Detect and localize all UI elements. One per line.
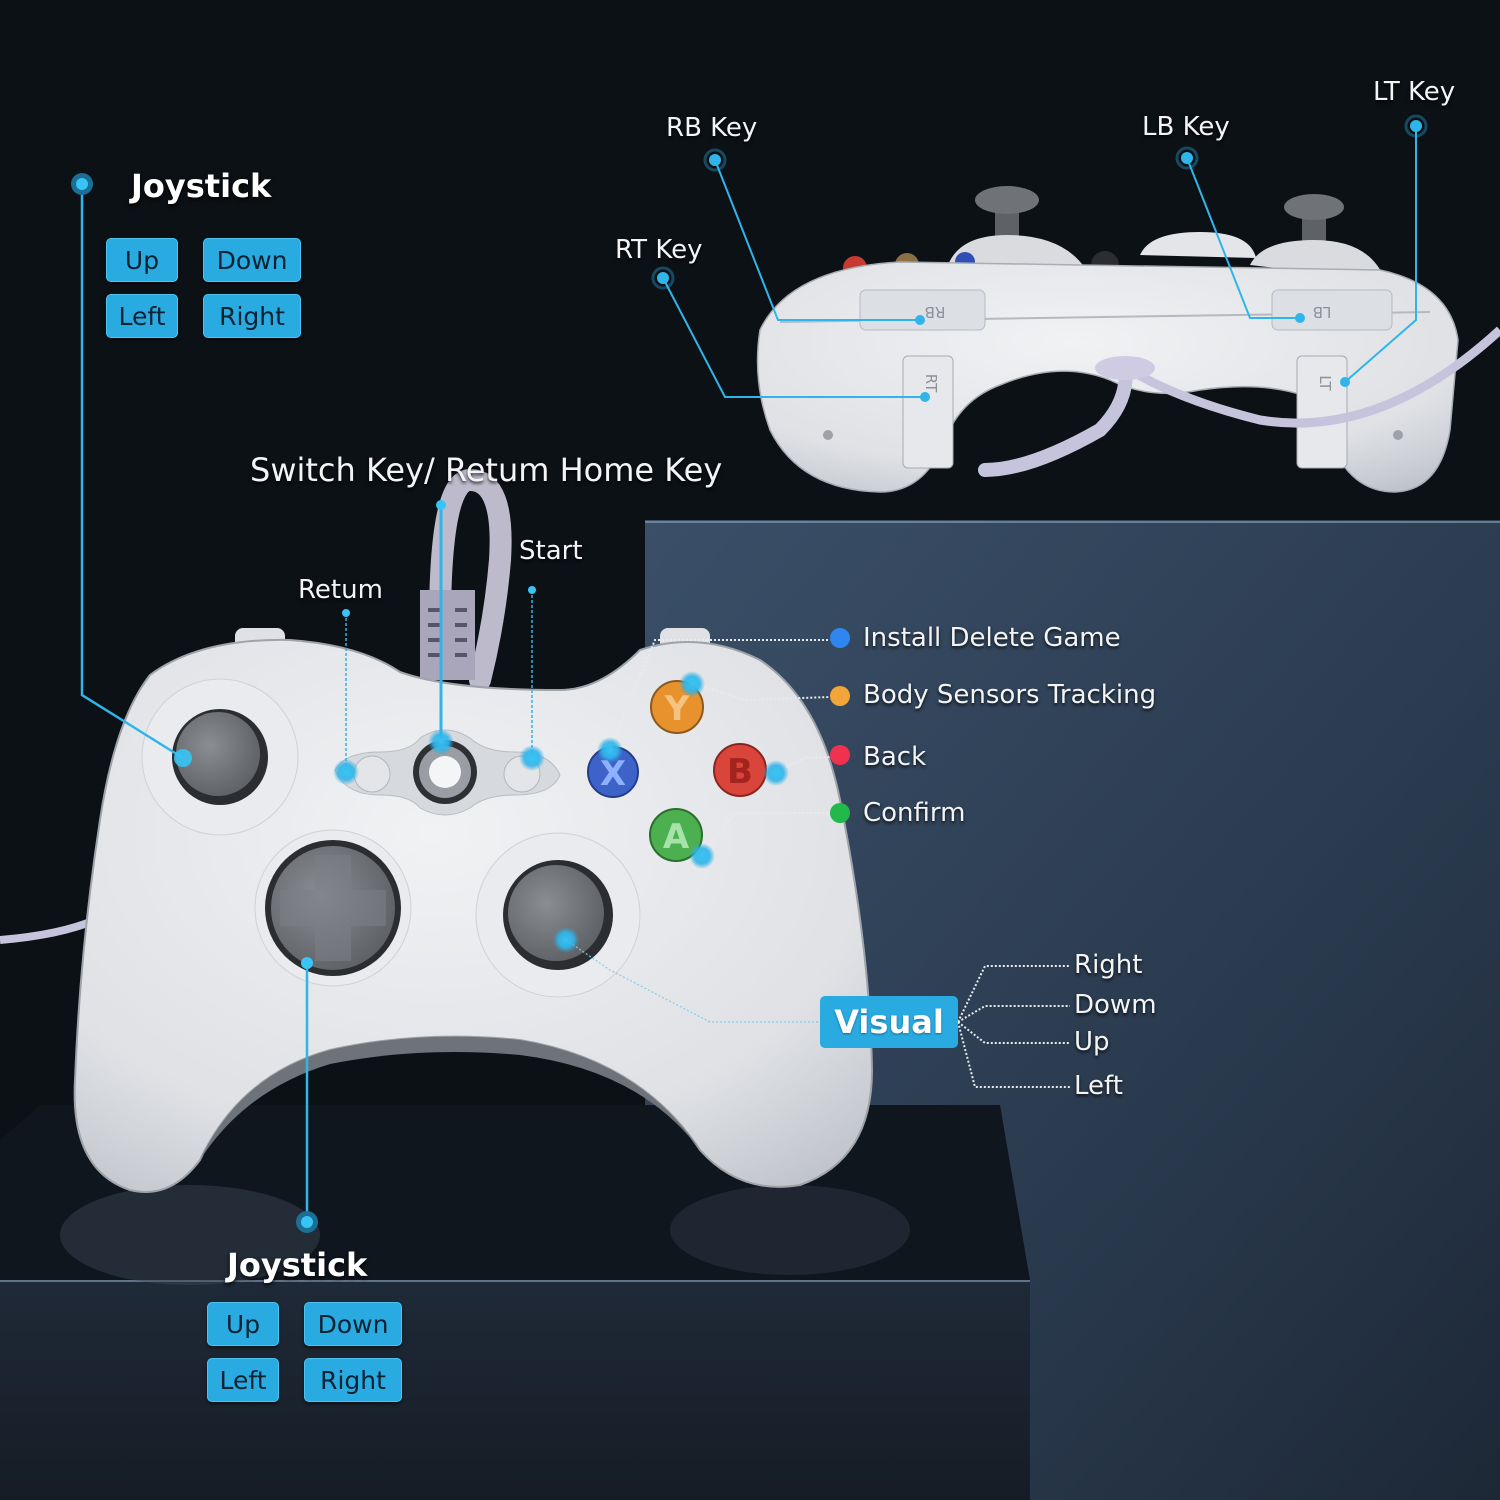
svg-text:B: B: [727, 752, 753, 792]
rt-key-label: RT Key: [615, 235, 703, 265]
joystick-left-title: Joystick: [131, 167, 272, 205]
svg-text:Y: Y: [664, 689, 690, 729]
visual-down-label: Dowm: [1074, 990, 1157, 1020]
rb-key-label: RB Key: [666, 113, 758, 143]
svg-text:RB: RB: [925, 303, 946, 321]
lb-key-label: LB Key: [1142, 112, 1230, 142]
visual-up-label: Up: [1074, 1027, 1110, 1057]
svg-text:A: A: [663, 817, 690, 857]
visual-badge: Visual: [820, 996, 958, 1048]
legend-dot-green-icon: [830, 803, 850, 823]
legend-back: Back: [863, 742, 927, 772]
svg-text:LT: LT: [1316, 375, 1334, 391]
visual-right-label: Right: [1074, 950, 1143, 980]
joystick-bottom-right-chip: Right: [304, 1358, 402, 1402]
controller-front-view: Y X B A: [0, 468, 874, 1193]
joystick-left-left-chip: Left: [106, 294, 178, 338]
switch-home-key-label: Switch Key/ Retum Home Key: [250, 451, 723, 489]
legend-dot-blue-icon: [830, 628, 850, 648]
joystick-left-right-chip: Right: [203, 294, 301, 338]
legend-install-delete-game: Install Delete Game: [863, 623, 1121, 653]
svg-text:RT: RT: [922, 374, 940, 393]
joystick-bottom-down-chip: Down: [304, 1302, 402, 1346]
lt-key-label: LT Key: [1373, 77, 1456, 107]
return-label: Retum: [298, 575, 383, 605]
joystick-bottom-up-chip: Up: [207, 1302, 279, 1346]
start-label: Start: [519, 536, 583, 566]
controller-rear-view: RB LB RT LT: [756, 186, 1500, 493]
joystick-bottom-left-chip: Left: [207, 1358, 279, 1402]
svg-text:LB: LB: [1313, 303, 1332, 321]
visual-left-label: Left: [1074, 1071, 1123, 1101]
legend-dot-orange-icon: [830, 686, 850, 706]
legend-body-sensors-tracking: Body Sensors Tracking: [863, 680, 1157, 710]
legend-confirm: Confirm: [863, 798, 966, 828]
legend-dot-red-icon: [830, 745, 850, 765]
joystick-left-down-chip: Down: [203, 238, 301, 282]
joystick-bottom-title: Joystick: [227, 1246, 368, 1284]
joystick-left-up-chip: Up: [106, 238, 178, 282]
pedestal-front: [0, 1280, 1030, 1500]
